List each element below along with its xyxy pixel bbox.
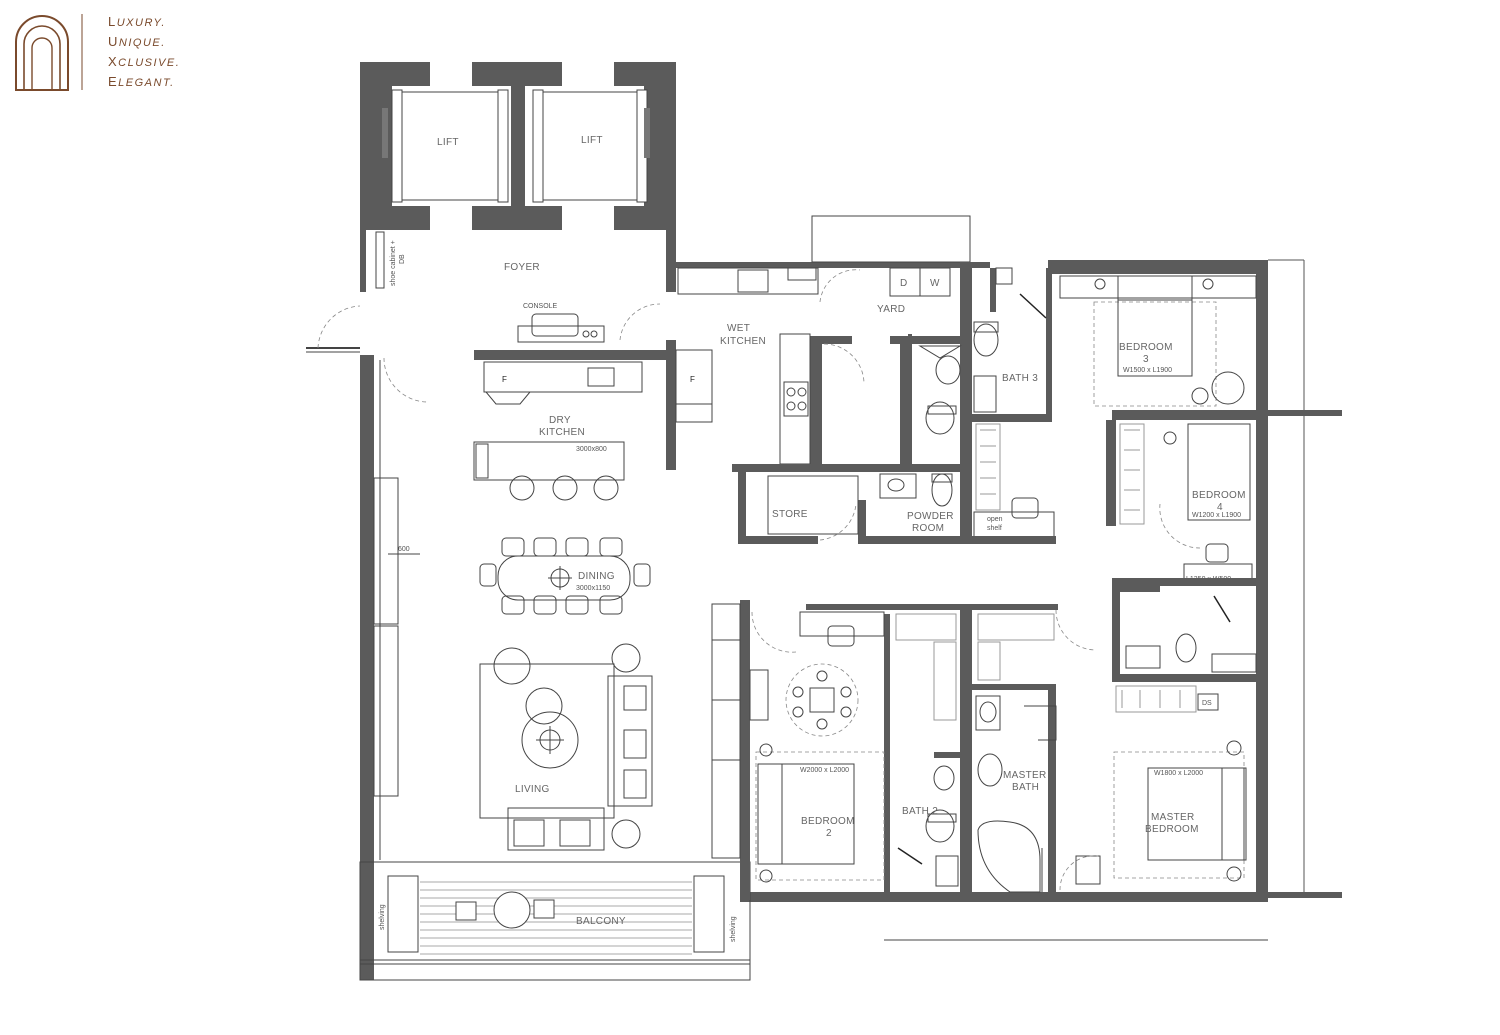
label-fridge-1: F [502, 375, 507, 384]
bath-3: BATH 3 [908, 262, 1052, 544]
dry-kitchen: F F DRY KITCHEN 3000x800 [473, 349, 713, 501]
tagline-line-3: XCLUSIVE. [108, 54, 181, 69]
label-bedroom-3-1: BEDROOM [1119, 342, 1173, 353]
foyer: shoe cabinet + DB FOYER CONSOLE [317, 231, 661, 403]
label-island-size: 3000x800 [576, 446, 607, 453]
label-bath-2: BATH 2 [902, 806, 938, 817]
label-master-bath-2: BATH [1012, 782, 1039, 793]
label-fridge-2: F [690, 375, 695, 384]
label-dining-size: 3000x1150 [576, 585, 610, 592]
tagline-line-4: ELEGANT. [108, 74, 175, 89]
hall-bath [1112, 586, 1257, 682]
label-bedroom-3-2: 3 [1143, 354, 1149, 365]
label-master-bed-size: W1800 x L2000 [1154, 770, 1203, 777]
label-bedroom-4-2: 4 [1217, 502, 1223, 513]
label-ds: DS [1202, 700, 1212, 707]
label-dry-kitchen-2: KITCHEN [539, 427, 585, 438]
label-bedroom-2-1: BEDROOM [801, 816, 855, 827]
bedroom-4: BEDROOM 4 W1200 x L1900 L1350 x W500 [1106, 420, 1256, 586]
lift-core: LIFT LIFT [360, 62, 676, 230]
label-master-bath-1: MASTER [1003, 770, 1046, 781]
label-powder-2: ROOM [912, 523, 944, 534]
label-balcony: BALCONY [576, 916, 626, 927]
label-wet-kitchen-2: KITCHEN [720, 336, 766, 347]
tagline-line-2: UNIQUE. [108, 34, 166, 49]
label-dim-600: 600 [398, 546, 410, 553]
wet-kitchen: WET KITCHEN YARD D W [677, 267, 960, 472]
open-shelf: open shelf [972, 423, 1056, 544]
label-master-bed-2: BEDROOM [1145, 824, 1199, 835]
label-store: STORE [772, 509, 808, 520]
label-powder-1: POWDER [907, 511, 954, 522]
arch-logo-icon [15, 14, 83, 91]
bath-2: BATH 2 [897, 765, 959, 887]
label-console: CONSOLE [523, 303, 558, 310]
dining: DINING 3000x1150 [479, 537, 651, 615]
label-bedroom-2-bed: W2000 x L2000 [800, 767, 849, 774]
label-bedroom-3-bed: W1500 x L1900 [1123, 367, 1172, 374]
label-wet-kitchen-1: WET [727, 323, 750, 334]
bedroom-3: BEDROOM 3 W1500 x L1900 [1059, 275, 1257, 420]
label-dry-kitchen-1: DRY [549, 415, 571, 426]
master-bedroom: DS W1800 x L2000 MASTER BEDROOM [1048, 685, 1247, 892]
brand-block: LUXURY. UNIQUE. XCLUSIVE. ELEGANT. [12, 12, 212, 94]
label-foyer: FOYER [504, 262, 540, 273]
west-wall-details: 600 [373, 477, 741, 859]
label-open-shelf-2: shelf [987, 525, 1002, 532]
label-db: DB [399, 254, 406, 264]
label-bedroom-4-bed: W1200 x L1900 [1192, 512, 1241, 519]
label-bedroom-4-1: BEDROOM [1192, 490, 1246, 501]
label-shoe-cabinet: shoe cabinet + [390, 240, 397, 286]
label-washer: W [930, 278, 940, 289]
label-shelving-1: shelving [379, 904, 386, 930]
label-yard: YARD [877, 304, 905, 315]
label-living: LIVING [515, 784, 550, 795]
store-powder: STORE POWDER ROOM [738, 464, 972, 544]
master-bath: MASTER BATH [960, 604, 1057, 900]
label-lift-2: LIFT [581, 135, 603, 146]
label-open-shelf-1: open [987, 516, 1003, 523]
label-bath-3: BATH 3 [1002, 373, 1038, 384]
exterior-walls [306, 215, 1342, 981]
label-dryer: D [900, 278, 908, 289]
bedroom-2: W2000 x L2000 BEDROOM 2 [749, 611, 885, 883]
balcony: BALCONY shelving shelving [379, 875, 737, 955]
label-lift-1: LIFT [437, 137, 459, 148]
label-shelving-2: shelving [730, 916, 737, 942]
label-dining: DINING [578, 571, 615, 582]
walk-in-wardrobes [806, 604, 1097, 894]
label-master-bed-1: MASTER [1151, 812, 1194, 823]
label-bedroom-2-2: 2 [826, 828, 832, 839]
living: LIVING [479, 643, 653, 851]
tagline-line-1: LUXURY. [108, 14, 166, 29]
